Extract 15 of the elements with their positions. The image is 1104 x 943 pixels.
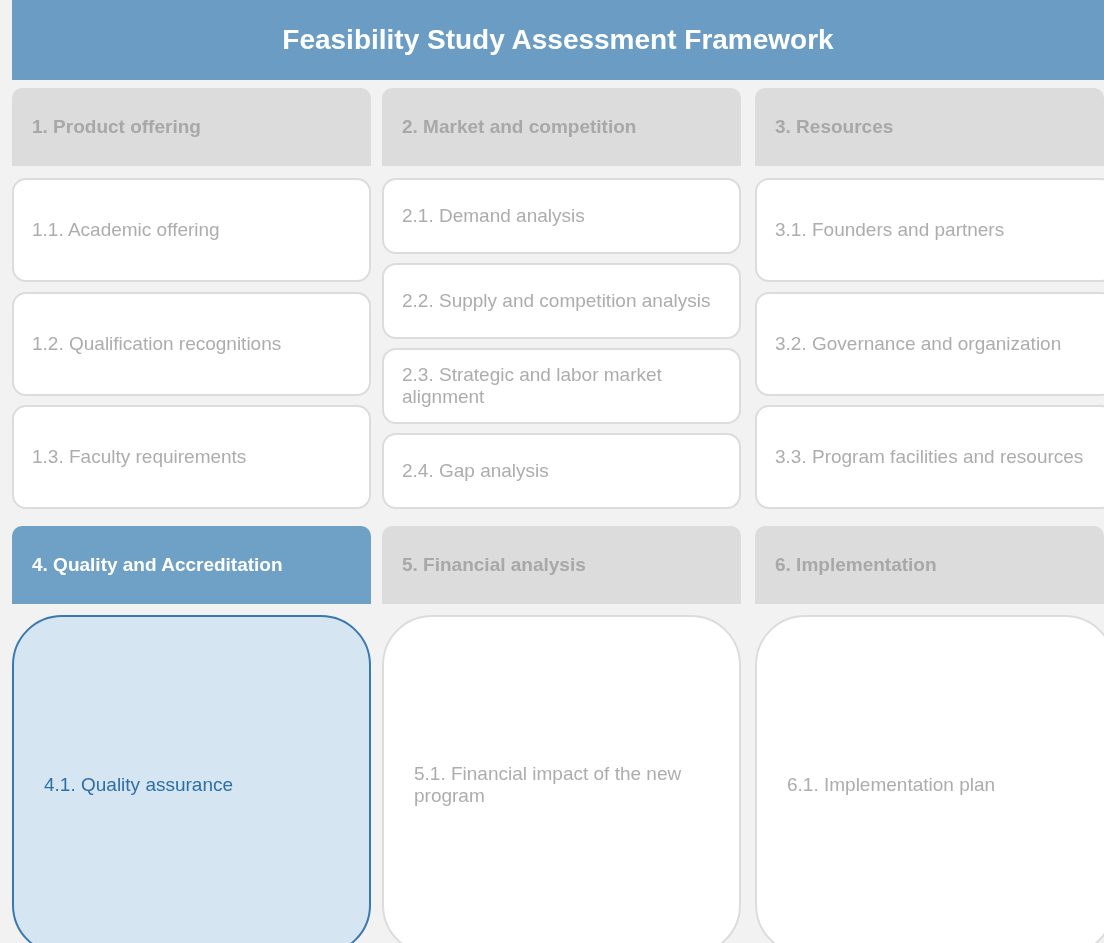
category-header: 4. Quality and Accreditation <box>12 526 371 604</box>
topic-card: 3.1. Founders and partners <box>755 178 1104 282</box>
topic-card: 1.2. Qualification recognitions <box>12 292 371 396</box>
topic-card: 1.3. Faculty requirements <box>12 405 371 509</box>
topic-card: 3.3. Program facilities and resources <box>755 405 1104 509</box>
topic-card: 1.1. Academic offering <box>12 178 371 282</box>
topic-card: 6.1. Implementation plan <box>755 615 1104 943</box>
topic-card: 4.1. Quality assurance <box>12 615 371 943</box>
title-banner: Feasibility Study Assessment Framework <box>12 0 1104 80</box>
topic-card: 2.1. Demand analysis <box>382 178 741 254</box>
topic-card: 2.2. Supply and competition analysis <box>382 263 741 339</box>
topic-card: 2.4. Gap analysis <box>382 433 741 509</box>
topic-card: 5.1. Financial impact of the new program <box>382 615 741 943</box>
topic-card: 3.2. Governance and organization <box>755 292 1104 396</box>
topic-card: 2.3. Strategic and labor market alignment <box>382 348 741 424</box>
